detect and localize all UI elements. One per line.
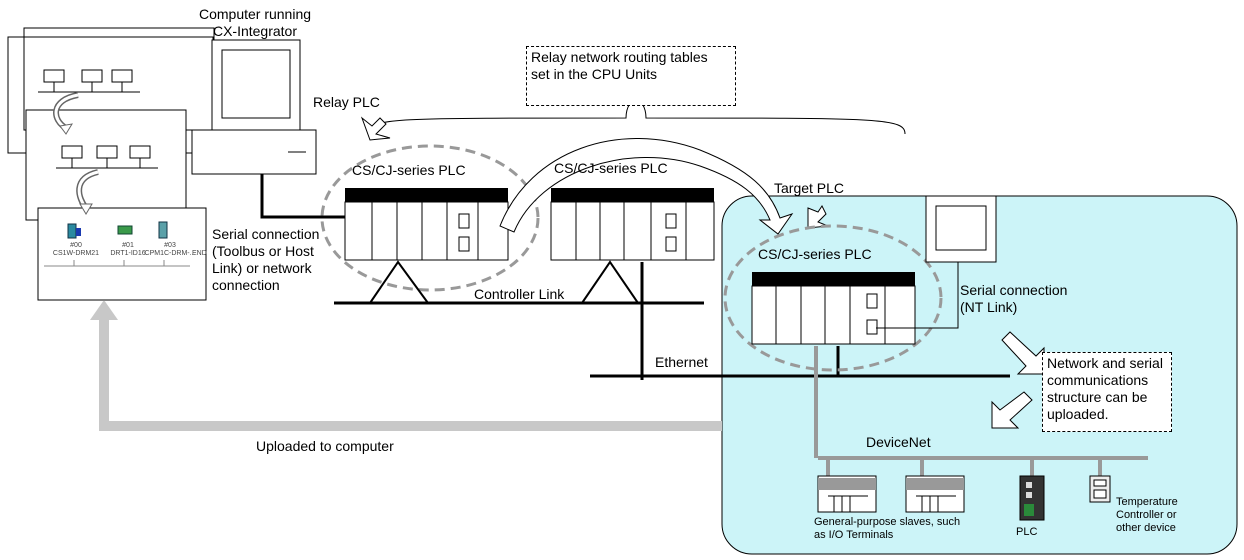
temp-controller-icon — [1089, 475, 1111, 503]
screen-stack — [7, 27, 215, 301]
upload-arrow — [90, 300, 722, 431]
serial-nt-link-label: Serial connection (NT Link) — [960, 282, 1068, 315]
ethernet-label: Ethernet — [655, 354, 708, 370]
structure-note: Network and serial communications struct… — [1042, 352, 1172, 432]
plc-b-label: CS/CJ-series PLC — [554, 160, 668, 176]
touch-panel-icon — [925, 195, 997, 263]
serial-connection-label: Serial connection (Toolbus or Host Link)… — [212, 226, 320, 293]
computer-icon — [191, 39, 317, 175]
screen-end-label: END — [192, 250, 207, 257]
devicenet-label: DeviceNet — [866, 434, 931, 450]
plc-target-label: CS/CJ-series PLC — [758, 246, 872, 262]
slaves-label: General-purpose slaves, such as I/O Term… — [814, 516, 961, 541]
plc-a — [344, 188, 509, 261]
temperature-controller-label: Temperature Controller or other device — [1116, 496, 1178, 534]
plc-a-label: CS/CJ-series PLC — [352, 162, 466, 178]
target-plc-label: Target PLC — [774, 180, 845, 196]
io-terminal-2-icon — [905, 475, 965, 513]
io-terminal-1-icon — [817, 475, 877, 513]
plc-small-label: PLC — [1016, 526, 1038, 538]
uploaded-label: Uploaded to computer — [256, 438, 394, 454]
computer-label: Computer running CX-Integrator — [198, 6, 312, 39]
plc-target — [751, 272, 916, 345]
plc-b — [550, 188, 715, 261]
controller-link-label: Controller Link — [474, 286, 565, 302]
relay-plc-label: Relay PLC — [313, 94, 380, 110]
plc-small-icon — [1019, 475, 1045, 521]
relay-routing-note: Relay network routing tables set in the … — [526, 46, 736, 106]
